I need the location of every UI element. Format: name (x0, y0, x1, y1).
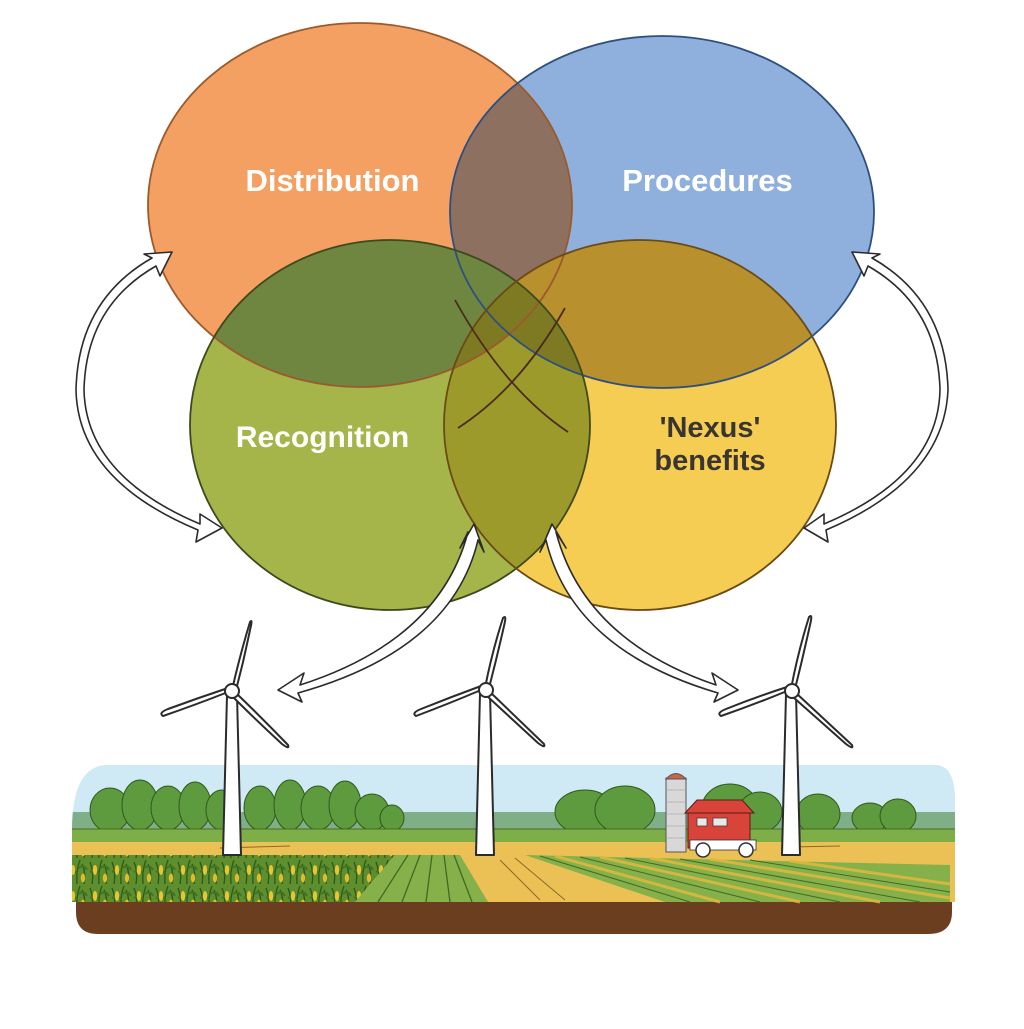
arrows (75, 251, 949, 703)
grass-strip (72, 828, 955, 844)
silo (664, 773, 688, 853)
nexus-to-right-turbine-arrow[interactable] (539, 523, 739, 703)
venn-diagram (147, 22, 875, 611)
wind-turbine-right (718, 615, 854, 856)
label-distribution: Distribution (245, 163, 420, 198)
recognition-to-left-turbine-arrow[interactable] (277, 523, 485, 703)
label-recognition: Recognition (235, 421, 410, 454)
label-procedures: Procedures (622, 163, 793, 198)
soil-base (76, 900, 952, 934)
label-nexus-benefits: 'Nexus' benefits (600, 412, 820, 479)
label-nexus-line2: benefits (654, 445, 766, 478)
left-double-arrow[interactable] (75, 251, 223, 543)
crop-rows-left (355, 855, 488, 902)
corn-field (72, 855, 395, 902)
wind-turbine-left (160, 620, 290, 856)
red-barn (683, 799, 757, 858)
farm-landscape (72, 765, 955, 934)
label-nexus-line1: 'Nexus' (659, 412, 761, 444)
wind-turbine-center (413, 616, 546, 856)
crop-rows-right (525, 855, 950, 902)
right-double-arrow[interactable] (803, 251, 949, 543)
